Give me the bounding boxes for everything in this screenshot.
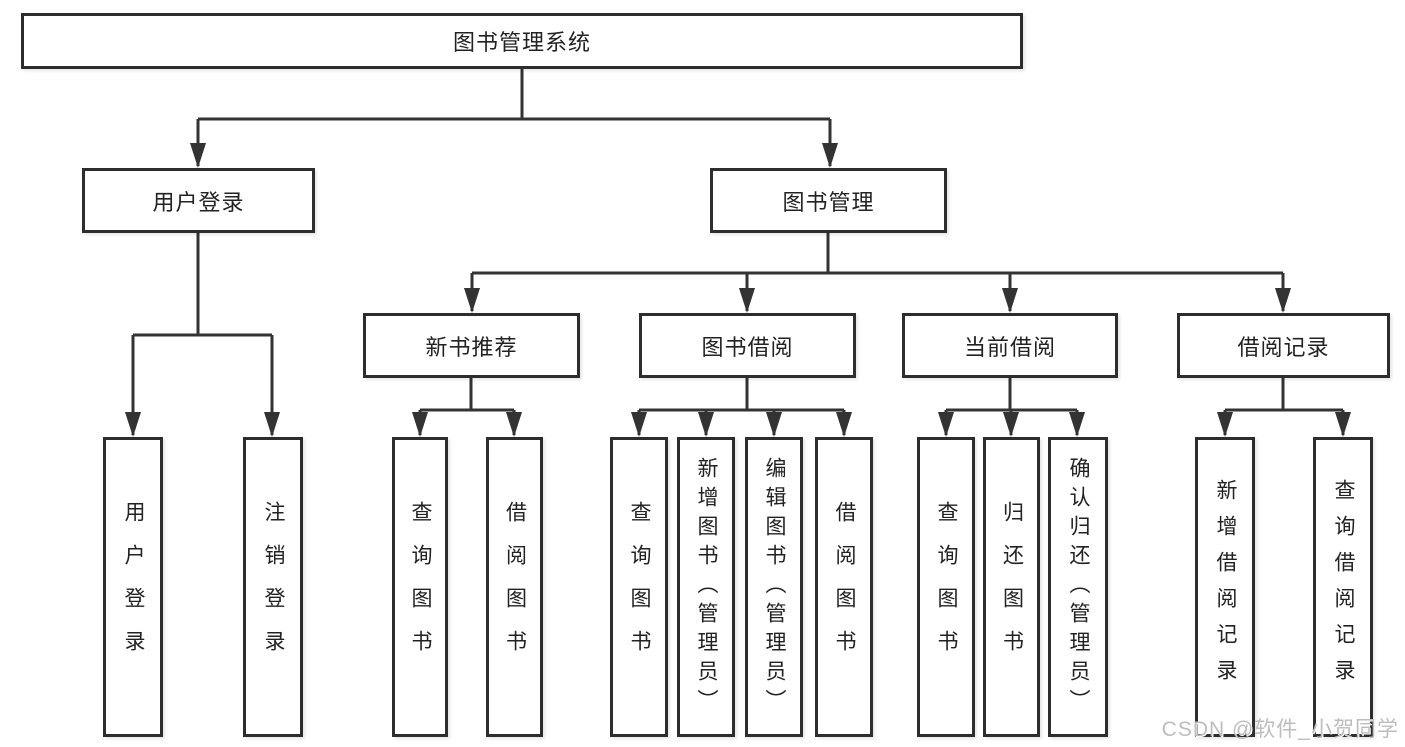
leaf-query-borrow-record: 查询借阅记录	[1313, 437, 1373, 737]
leaf-user-login: 用户登录	[103, 437, 163, 737]
node-label: 图书借阅	[701, 334, 794, 360]
tree-edges	[131, 69, 1345, 435]
leaf-return-books: 归还图书	[983, 437, 1040, 737]
leaf-logout: 注销登录	[243, 437, 303, 737]
node-label: 新增图书（管理员）	[695, 456, 718, 718]
leaf-query-books: 查询图书	[392, 437, 448, 737]
node-label: 查询图书	[935, 501, 958, 673]
node-label: 用户登录	[122, 501, 145, 673]
leaf-edit-books-admin: 编辑图书（管理员）	[745, 437, 803, 737]
leaf-add-borrow-record: 新增借阅记录	[1195, 437, 1255, 737]
node-user-login: 用户登录	[82, 168, 315, 233]
node-current-borrowing: 当前借阅	[902, 313, 1118, 378]
node-label: 查询图书	[628, 501, 651, 673]
node-label: 当前借阅	[963, 334, 1056, 360]
node-label: 查询借阅记录	[1332, 479, 1355, 695]
leaf-add-books-admin: 新增图书（管理员）	[677, 437, 735, 737]
node-label: 归还图书	[1000, 501, 1024, 673]
leaf-query-books: 查询图书	[610, 437, 668, 737]
node-label: 确认归还（管理员）	[1067, 456, 1090, 718]
node-label: 借阅图书	[833, 501, 856, 673]
node-library-management-system: 图书管理系统	[21, 13, 1023, 69]
node-label: 注销登录	[262, 501, 285, 673]
csdn-watermark: CSDN @软件_小贺同学	[1161, 718, 1399, 741]
node-label: 图书管理	[782, 189, 875, 215]
node-new-book-recommendation: 新书推荐	[363, 313, 580, 378]
node-book-borrowing: 图书借阅	[639, 313, 856, 378]
node-label: 图书管理系统	[452, 30, 591, 55]
node-label: 用户登录	[152, 189, 245, 215]
node-label: 借阅图书	[503, 501, 527, 673]
node-label: 新书推荐	[425, 334, 518, 360]
node-label: 借阅记录	[1237, 334, 1330, 360]
leaf-query-books: 查询图书	[917, 437, 975, 737]
node-borrowing-records: 借阅记录	[1177, 313, 1390, 378]
node-label: 新增借阅记录	[1214, 479, 1237, 695]
leaf-confirm-return-admin: 确认归还（管理员）	[1048, 437, 1108, 737]
node-label: 编辑图书（管理员）	[763, 456, 786, 718]
leaf-borrow-books: 借阅图书	[486, 437, 543, 737]
node-book-management: 图书管理	[710, 168, 947, 233]
node-label: 查询图书	[409, 501, 432, 673]
leaf-borrow-books: 借阅图书	[815, 437, 873, 737]
